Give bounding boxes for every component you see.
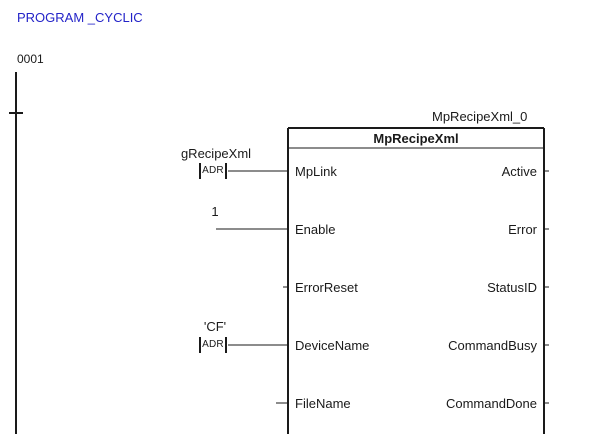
function-block-frame (287, 127, 545, 434)
fb-input-filename: FileName (295, 396, 351, 411)
adr-operator-mplink[interactable]: ADR (199, 163, 227, 179)
fb-output-active: Active (501, 164, 537, 179)
fb-input-mplink: MpLink (295, 164, 337, 179)
input-var-devicename[interactable]: 'CF' (203, 319, 227, 334)
fb-instance-name[interactable]: MpRecipeXml_0 (432, 109, 528, 124)
program-title: PROGRAM _CYCLIC (17, 10, 143, 25)
fb-output-error: Error (508, 222, 537, 237)
fb-output-commanddone: CommandDone (445, 396, 537, 411)
cursor-marker-icon (9, 108, 23, 118)
input-var-enable[interactable]: 1 (211, 204, 219, 219)
adr-operator-devicename[interactable]: ADR (199, 337, 227, 353)
fb-input-devicename: DeviceName (295, 338, 370, 353)
fb-input-errorreset: ErrorReset (295, 280, 358, 295)
fb-output-commandbusy: CommandBusy (448, 338, 537, 353)
fb-input-enable: Enable (295, 222, 336, 237)
fb-type-name: MpRecipeXml (373, 131, 459, 146)
network-number: 0001 (17, 52, 44, 66)
input-var-mplink[interactable]: gRecipeXml (180, 146, 252, 161)
fb-output-statusid: StatusID (487, 280, 537, 295)
